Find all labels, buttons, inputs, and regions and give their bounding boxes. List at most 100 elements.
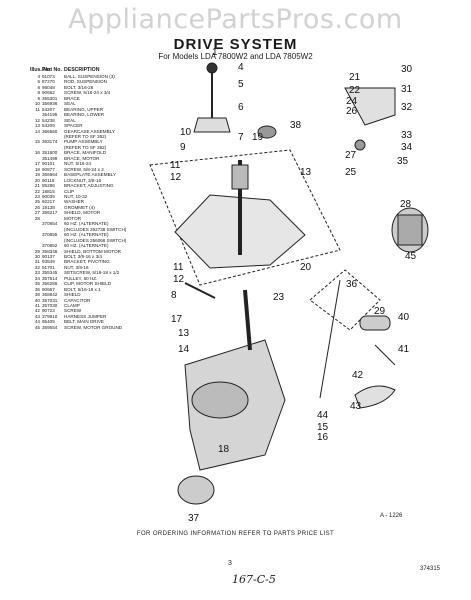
callout-29: 29 <box>374 306 386 317</box>
part-no-cell: 358346 <box>42 248 58 254</box>
part-no-cell: 356217 <box>42 210 58 216</box>
part-no-cell: 357514 <box>42 275 58 281</box>
illus-no-cell: 40 <box>34 297 40 303</box>
callout-20: 20 <box>300 262 312 273</box>
part-no-cell: 355301 <box>42 95 58 101</box>
bottom-motor-shield <box>309 269 381 331</box>
description-cell: SEAL <box>64 101 76 107</box>
callout-28: 28 <box>400 199 412 210</box>
description-cell: (INCLUDES 356066 SWITCH) <box>64 237 127 243</box>
illus-no-cell: 36 <box>34 286 40 292</box>
part-no-cell: 355345 <box>42 270 58 276</box>
illus-no-cell: 5 <box>37 79 40 85</box>
parts-table-row: (INCLUDES 362738 SWITCH) <box>30 227 170 232</box>
part-no-cell: 90877 <box>42 166 55 172</box>
description-cell: NUT, 5/16-24 <box>64 161 92 167</box>
part-no-cell: 358842 <box>42 292 58 298</box>
callout-5: 5 <box>238 79 244 90</box>
part-no-cell: 95405 <box>42 319 55 325</box>
illus-no-cell: 12 <box>34 117 40 123</box>
callout-19: 19 <box>252 132 264 143</box>
description-cell: CLAMP <box>64 303 80 309</box>
callout-33: 33 <box>401 130 413 141</box>
part-no-cell: 356936 <box>42 101 58 107</box>
callout-13: 13 <box>300 167 312 178</box>
description-cell: BRACKET, ADJUSTING <box>64 183 114 189</box>
part-no-cell: 54238 <box>42 117 55 123</box>
part-no-cell: 85286 <box>42 183 55 189</box>
illus-no-cell: 20 <box>34 177 40 183</box>
illus-no-cell: 17 <box>34 161 40 167</box>
callout-13: 13 <box>178 328 190 339</box>
illus-no-cell: 23 <box>34 193 40 199</box>
illus-no-cell: 33 <box>34 270 40 276</box>
callout-31: 31 <box>401 84 413 95</box>
illus-no-cell: 10 <box>34 101 40 107</box>
description-cell: WASHER <box>64 199 84 205</box>
callout-24: 24 <box>346 96 358 107</box>
illus-no-cell: 25 <box>34 199 40 205</box>
description-cell: CAPACITOR <box>64 297 91 303</box>
diagram-reference: A - 1226 <box>380 513 403 519</box>
callout-9: 9 <box>180 142 186 153</box>
parts-table-row: (REFER TO SF 362) <box>30 134 170 139</box>
part-no-cell: 370654 <box>42 221 58 227</box>
description-cell: SHIELD, MOTOR <box>64 210 101 216</box>
part-no-cell: 90137 <box>42 253 55 259</box>
part-no-cell: 366660 <box>42 128 58 134</box>
pulley <box>354 139 366 151</box>
callout-27: 27 <box>345 150 357 161</box>
illus-no-cell: 15 <box>34 139 40 145</box>
description-cell: NUT, 3/8-16 <box>64 264 89 270</box>
description-cell: BEARING, LOWER <box>64 112 105 118</box>
callout-45: 45 <box>405 251 417 262</box>
callout-30: 30 <box>401 64 413 75</box>
capacitor-clamp <box>374 344 396 366</box>
seal-38 <box>257 125 277 139</box>
description-cell: BOLT, 3/16-26 <box>64 84 94 90</box>
callout-14: 14 <box>178 344 190 355</box>
description-cell: 60 HZ. (ALTERNATE) <box>64 243 109 249</box>
callout-18: 18 <box>218 444 230 455</box>
page-subtitle: For Models LDA 7800W2 and LDA 7805W2 <box>158 52 313 61</box>
parts-table-row: (REFER TO SF 362) <box>30 145 170 150</box>
description-cell: (REFER TO SF 362) <box>64 133 107 139</box>
callout-40: 40 <box>398 312 410 323</box>
document-code: 374315 <box>420 566 441 572</box>
illus-no-cell: 11 <box>35 106 40 112</box>
part-no-cell: 90101 <box>42 161 55 167</box>
callout-37: 37 <box>188 513 200 524</box>
description-cell: SETSCREW, 5/16-18 x 1/2 <box>64 270 120 276</box>
illus-no-cell: 21 <box>34 183 40 189</box>
description-cell: BRACE, MOTOR <box>64 155 100 161</box>
part-no-cell: 357031 <box>42 297 58 303</box>
description-cell: CLIP, MOTOR SHIELD <box>64 281 112 287</box>
part-no-cell: 19138 <box>42 204 55 210</box>
description-cell: SCREW, MOTOR GROUND <box>64 324 123 330</box>
illus-no-cell: 14 <box>34 128 40 134</box>
illus-no-cell: 41 <box>34 303 40 309</box>
illus-no-cell: 8 <box>37 90 40 96</box>
description-cell: LOCKNUT, 3/8-16 <box>64 177 102 183</box>
header-description: DESCRIPTION <box>64 67 100 73</box>
screw-8 <box>184 282 216 299</box>
illus-no-cell: 42 <box>34 308 40 314</box>
